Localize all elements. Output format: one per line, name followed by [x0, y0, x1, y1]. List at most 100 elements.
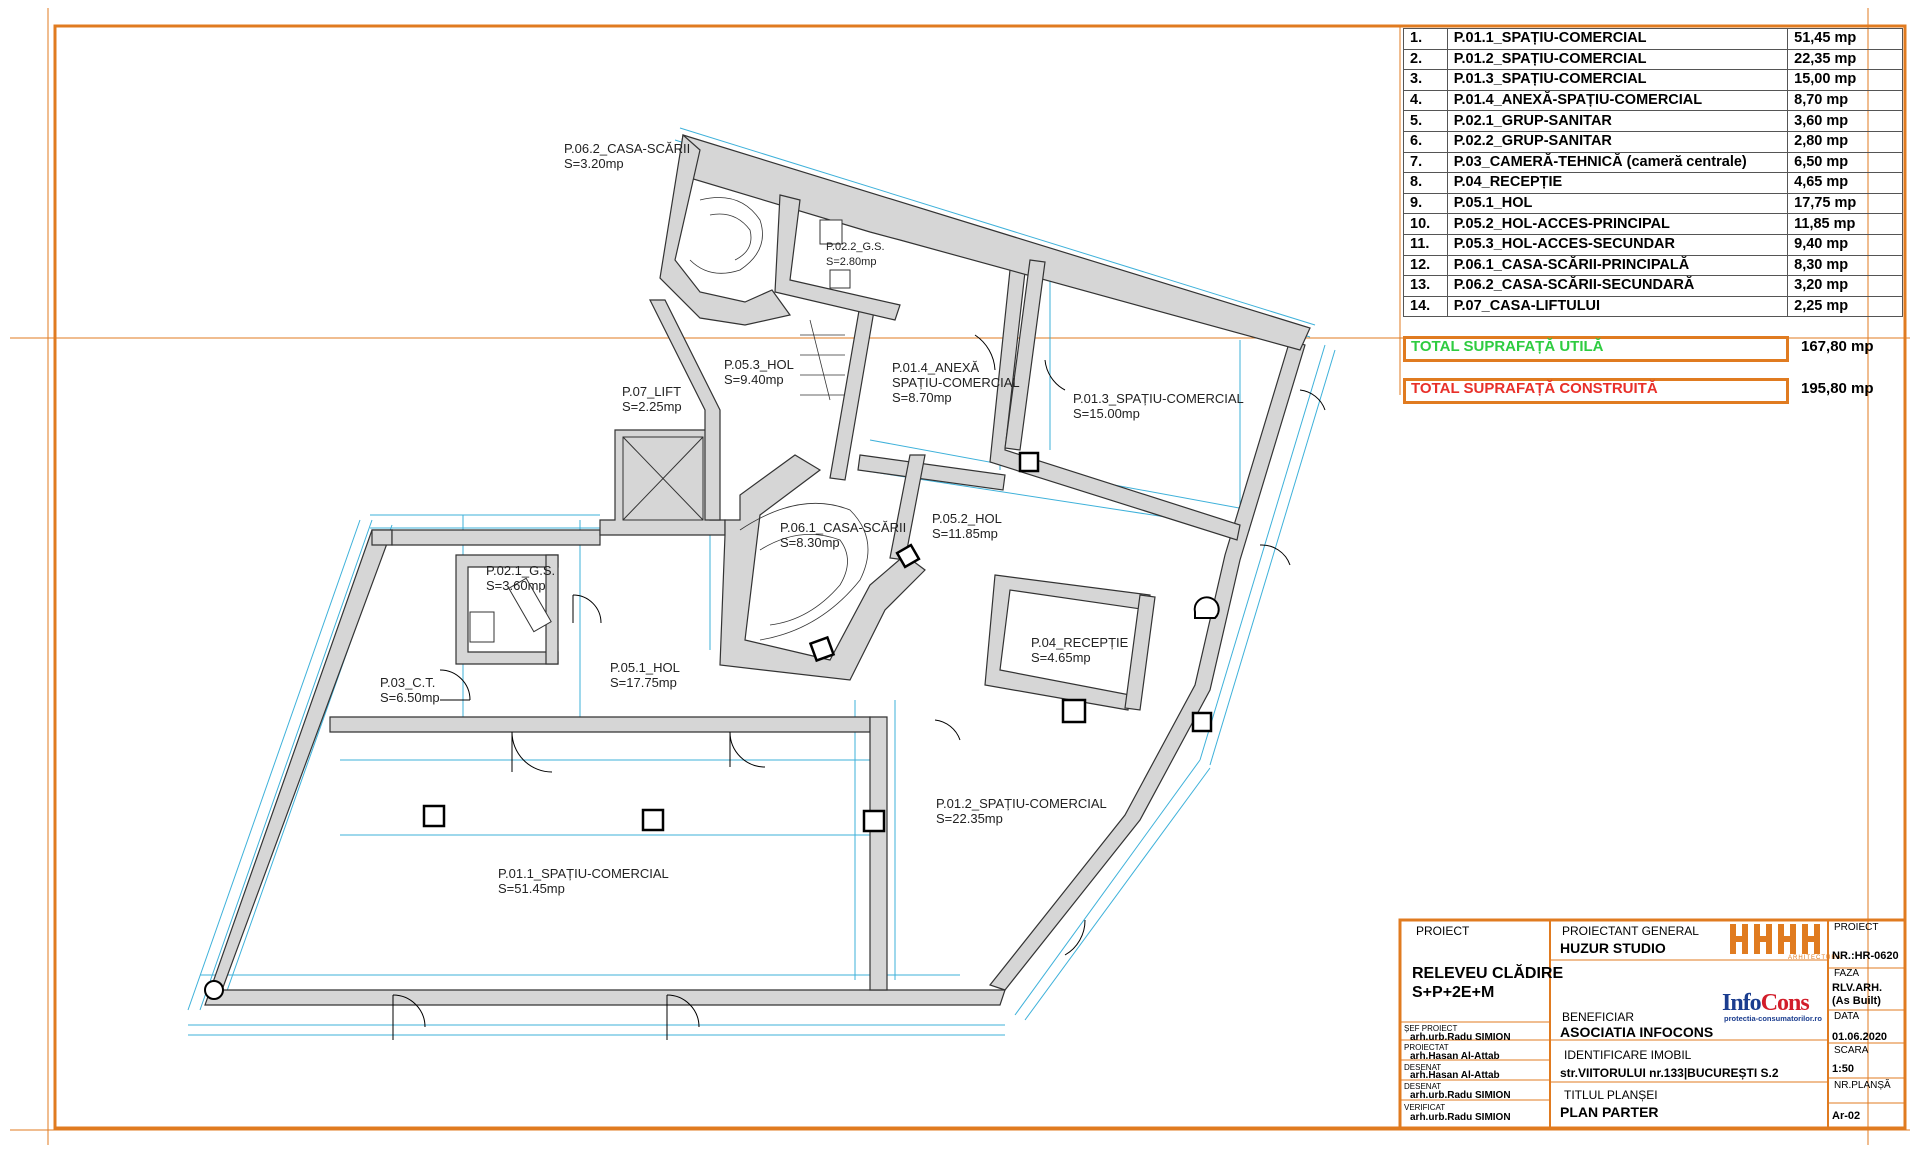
- title-block-frame: [1398, 918, 1907, 1130]
- dimension-lines: [187, 127, 1336, 1036]
- tb-sef-name: arh.urb.Radu SIMION: [1410, 1032, 1511, 1043]
- tb-desenat2-label: DESENAT: [1404, 1082, 1442, 1091]
- room-name: P.01.1_SPAȚIU-COMERCIAL: [1446, 28, 1789, 50]
- room-name: P.01.1_SPAȚIU-COMERCIAL: [498, 866, 669, 881]
- room-name: P.01.4_ANEXĂ-SPAȚIU-COMERCIAL: [1446, 89, 1789, 112]
- room-number: 1.: [1403, 28, 1448, 50]
- total-built-label: TOTAL SUPRAFAȚĂ CONSTRUITĂ: [1411, 380, 1658, 397]
- total-built-value: 195,80 mp: [1801, 380, 1874, 397]
- room-name: P.05.1_HOL: [610, 660, 680, 675]
- room-area: S=17.75mp: [610, 675, 677, 690]
- label-p053: P.05.3_HOL S=9.40mp: [724, 357, 794, 387]
- tb-huzur-sub: ARHITECTURĂ: [1788, 955, 1842, 961]
- room-area: 2,25 mp: [1787, 295, 1903, 318]
- room-area: S=6.50mp: [380, 690, 440, 705]
- tb-nr-plansa-label: NR.PLANȘĂ: [1834, 1080, 1891, 1091]
- total-useful-label: TOTAL SUPRAFAȚĂ UTILĂ: [1411, 338, 1604, 355]
- room-name: P.07_LIFT: [622, 384, 682, 399]
- sanitary-fixtures: [469, 219, 851, 643]
- room-area: S=2.80mp: [826, 256, 877, 268]
- room-name: P.03_C.T.: [380, 675, 436, 690]
- room-area: 22,35 mp: [1787, 48, 1903, 71]
- room-number: 14.: [1403, 295, 1448, 318]
- room-name: P.05.3_HOL: [724, 357, 794, 372]
- tb-desenat2-name: arh.urb.Radu SIMION: [1410, 1090, 1511, 1101]
- tb-imobil-value: str.VIITORULUI nr.133|BUCUREȘTI S.2: [1560, 1066, 1779, 1080]
- tb-titlu-label: TITLUL PLANȘEI: [1564, 1088, 1658, 1102]
- infocons-logo: InfoCons protectia-consumatorilor.ro: [1722, 990, 1830, 1023]
- tb-proiectant-label: PROIECTANT GENERAL: [1562, 924, 1699, 938]
- room-name: P.03_CAMERĂ-TEHNICĂ (cameră centrale): [1446, 151, 1789, 174]
- room-name: P.04_RECEPȚIE: [1031, 635, 1129, 650]
- tb-proiectat-label: PROIECTAT: [1404, 1043, 1449, 1052]
- round-columns: [204, 596, 1220, 1000]
- label-p011: P.01.1_SPAȚIU-COMERCIAL S=51.45mp: [498, 866, 669, 896]
- room-area: 6,50 mp: [1787, 151, 1903, 174]
- room-area: 51,45 mp: [1787, 28, 1903, 50]
- room-name: P.06.2_CASA-SCĂRII-SECUNDARĂ: [1446, 275, 1789, 297]
- tb-verificat-label: VERIFICAT: [1404, 1103, 1446, 1112]
- label-p04: P.04_RECEPȚIE S=4.65mp: [1031, 635, 1128, 665]
- room-area: S=15.00mp: [1073, 406, 1140, 421]
- room-name-2: SPAȚIU-COMERCIAL: [892, 375, 1020, 390]
- tb-faza-label: FAZA: [1834, 968, 1860, 979]
- room-name: P.06.1_CASA-SCĂRII-PRINCIPALĂ: [1446, 254, 1789, 277]
- label-p022: P.02.2_G.S. S=2.80mp: [826, 240, 885, 270]
- room-name: P.01.2_SPAȚIU-COMERCIAL: [1446, 48, 1789, 71]
- room-name: P.02.2_GRUP-SANITAR: [1446, 130, 1789, 153]
- total-built: TOTAL SUPRAFAȚĂ CONSTRUITĂ 195,80 mp: [1403, 378, 1903, 404]
- label-p051: P.05.1_HOL S=17.75mp: [610, 660, 680, 690]
- tb-proiect-title-2: S+P+2E+M: [1412, 984, 1495, 1001]
- room-area: 3,60 mp: [1787, 110, 1903, 132]
- label-p062: P.06.2_CASA-SCĂRII S=3.20mp: [564, 141, 690, 171]
- tb-faza-value-1: RLV.ARH.: [1832, 982, 1883, 994]
- room-area: 15,00 mp: [1787, 69, 1903, 91]
- infocons-logo-sub: protectia-consumatorilor.ro: [1724, 1014, 1822, 1023]
- room-area: S=3.60mp: [486, 578, 546, 593]
- room-number: 10.: [1403, 213, 1448, 235]
- room-name: P.05.2_HOL-ACCES-PRINCIPAL: [1446, 213, 1789, 235]
- staircase-drawings: [689, 197, 869, 641]
- tb-imobil-label: IDENTIFICARE IMOBIL: [1564, 1048, 1692, 1062]
- room-area: 2,80 mp: [1787, 130, 1903, 153]
- room-number: 12.: [1403, 254, 1448, 277]
- room-number: 11.: [1403, 233, 1448, 256]
- tb-proiectat-name: arh.Hasan Al-Attab: [1410, 1051, 1500, 1062]
- tb-proiect-title-1: RELEVEU CLĂDIRE: [1412, 965, 1564, 982]
- room-area: S=4.65mp: [1031, 650, 1091, 665]
- tb-data-value: 01.06.2020: [1832, 1031, 1888, 1043]
- room-name: P.06.1_CASA-SCĂRII: [780, 520, 907, 535]
- room-area: S=51.45mp: [498, 881, 565, 896]
- room-name: P.01.3_SPAȚIU-COMERCIAL: [1446, 69, 1789, 91]
- label-p061: P.06.1_CASA-SCĂRII S=8.30mp: [780, 520, 906, 550]
- room-area: 9,40 mp: [1787, 233, 1903, 256]
- huzur-studio-logo: [1730, 924, 1820, 954]
- tb-data-label: DATA: [1834, 1011, 1860, 1022]
- room-area: S=8.70mp: [892, 390, 952, 405]
- area-row: 7.P.03_CAMERĂ-TEHNICĂ (cameră centrale)6…: [1403, 151, 1903, 174]
- structural-columns: [422, 451, 1213, 833]
- room-area: S=22.35mp: [936, 811, 1003, 826]
- label-p021: P.02.1_G.S. S=3.60mp: [486, 563, 555, 593]
- room-area: 17,75 mp: [1787, 192, 1903, 215]
- room-number: 13.: [1403, 275, 1448, 297]
- room-number: 6.: [1403, 130, 1448, 153]
- room-area: S=11.85mp: [932, 526, 998, 541]
- tb-proiect-label: PROIECT: [1416, 924, 1470, 938]
- logo-part-cons: Cons: [1760, 990, 1810, 1016]
- sheet-frame: [53, 24, 1907, 1130]
- room-name: P.02.1_GRUP-SANITAR: [1446, 110, 1789, 132]
